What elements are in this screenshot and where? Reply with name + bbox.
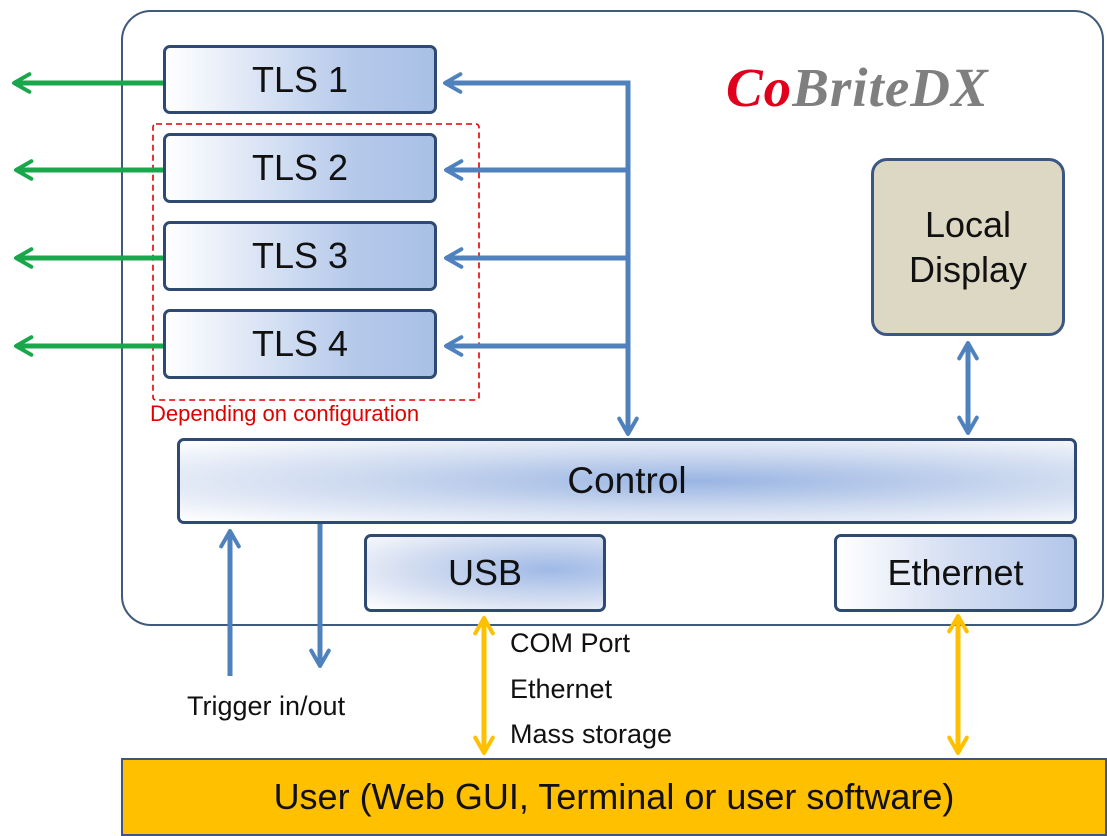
tls4-box: TLS 4 [163, 309, 437, 379]
user-label: User (Web GUI, Terminal or user software… [273, 776, 955, 817]
tls4-label: TLS 4 [251, 323, 349, 364]
local-display-line1: Local [924, 204, 1012, 245]
tls3-label: TLS 3 [251, 235, 349, 276]
tls1-box: TLS 1 [163, 45, 437, 114]
control-label: Control [567, 460, 687, 501]
tls2-box: TLS 2 [163, 133, 437, 203]
control-box: Control [177, 438, 1077, 524]
user-box: User (Web GUI, Terminal or user software… [121, 758, 1107, 836]
usb-mode-ethernet: Ethernet [510, 674, 613, 704]
trigger-label: Trigger in/out [187, 691, 346, 721]
tls1-label: TLS 1 [251, 58, 349, 100]
brand-suffix: BriteDX [792, 57, 989, 118]
usb-mode-mass-storage: Mass storage [510, 719, 673, 749]
brand-prefix: Co [726, 57, 793, 118]
ethernet-label: Ethernet [887, 552, 1024, 593]
usb-box: USB [364, 534, 606, 612]
usb-mode-com-port: COM Port [510, 628, 631, 658]
tls3-box: TLS 3 [163, 221, 437, 291]
usb-label: USB [447, 552, 523, 593]
configuration-note: Depending on configuration [150, 401, 420, 426]
brand-logo: CoBriteDX [726, 56, 989, 119]
control-bus-line [443, 72, 639, 436]
optional-tls-outline [152, 123, 480, 401]
local-display-line2: Display [908, 249, 1028, 290]
tls2-label: TLS 2 [251, 147, 349, 188]
local-display-box: Local Display [871, 158, 1065, 336]
ethernet-box: Ethernet [834, 534, 1077, 612]
